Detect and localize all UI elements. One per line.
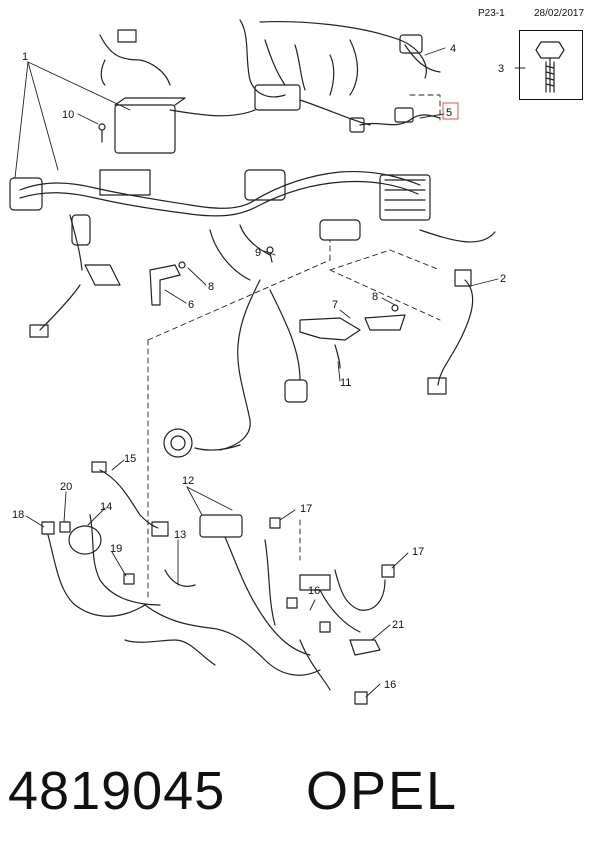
upper-harness	[99, 19, 427, 98]
callout-4: 4	[450, 43, 456, 55]
harness-part-2	[419, 229, 496, 395]
sheet-code: P23-1	[478, 8, 505, 19]
callout-20: 20	[60, 481, 72, 493]
callout-3: 3	[498, 63, 504, 75]
callout-21: 21	[392, 619, 404, 631]
battery-cables	[41, 461, 395, 705]
callout-5: 5	[446, 107, 452, 119]
main-harness	[9, 84, 431, 338]
callout-18: 18	[12, 509, 24, 521]
callout-8-second: 8	[372, 291, 378, 303]
callout-17-second: 17	[412, 546, 424, 558]
sheet-date: 28/02/2017	[534, 8, 585, 19]
brand-name: OPEL	[306, 761, 459, 821]
harness-part-4	[404, 44, 441, 73]
callout-14: 14	[100, 501, 112, 513]
callout-9: 9	[255, 247, 261, 259]
callout-17: 17	[300, 503, 312, 515]
reference-lines	[147, 94, 441, 601]
callout-2: 2	[500, 273, 506, 285]
callout-labels: 1 2 3 4 5 6 7 8 8 9 10 11 12 13 14 15 16…	[12, 43, 506, 691]
bolt-part-3	[535, 41, 565, 93]
wiring-harness-diagram: 1 2 3 4 5 6 7 8 8 9 10 11 12 13 14 15 16…	[9, 19, 565, 705]
lower-engine-harness	[163, 279, 308, 458]
part-number: 4819045	[8, 761, 226, 821]
harness-part-5	[349, 107, 441, 133]
callout-16-second: 16	[384, 679, 396, 691]
callout-6: 6	[188, 299, 194, 311]
callout-7: 7	[332, 299, 338, 311]
callout-11: 11	[340, 377, 351, 389]
brackets-6-7-8	[98, 123, 406, 369]
callout-15: 15	[124, 453, 136, 465]
highlight-box-5	[442, 102, 459, 120]
callout-19: 19	[110, 543, 122, 555]
callout-16: 16	[308, 585, 320, 597]
callout-13: 13	[174, 529, 186, 541]
callout-10: 10	[62, 109, 74, 121]
leader-lines	[14, 47, 526, 698]
callout-8: 8	[208, 281, 214, 293]
callout-12: 12	[182, 475, 194, 487]
callout-1: 1	[22, 51, 28, 63]
